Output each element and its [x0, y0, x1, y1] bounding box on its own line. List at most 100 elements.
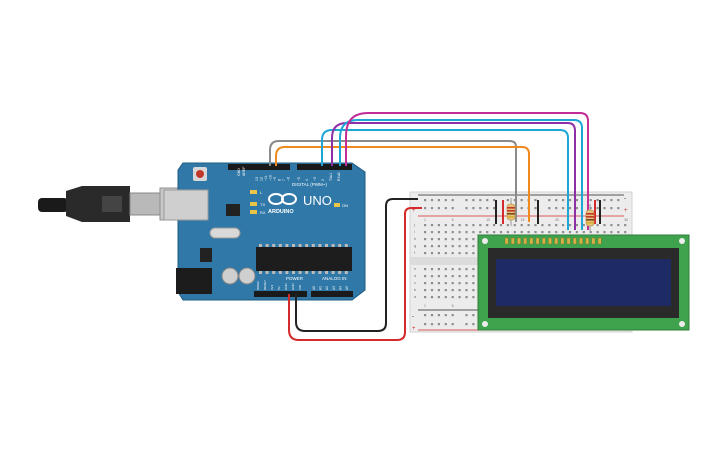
rail-hole[interactable] [610, 207, 613, 210]
rail-hole[interactable] [479, 199, 482, 202]
rail-hole[interactable] [568, 199, 572, 202]
rail-hole[interactable] [610, 199, 613, 202]
breadboard-hole[interactable] [589, 231, 592, 234]
breadboard-hole[interactable] [437, 224, 440, 227]
breadboard-hole[interactable] [458, 245, 461, 248]
breadboard-hole[interactable] [444, 296, 447, 299]
rail-hole[interactable] [465, 199, 468, 202]
breadboard-hole[interactable] [451, 268, 454, 271]
rail-hole[interactable] [479, 207, 482, 210]
breadboard-hole[interactable] [430, 238, 434, 241]
breadboard-hole[interactable] [555, 224, 558, 227]
rail-hole[interactable] [562, 207, 565, 210]
breadboard-hole[interactable] [520, 224, 523, 227]
breadboard-hole[interactable] [541, 224, 544, 227]
breadboard-hole[interactable] [424, 282, 427, 285]
rail-hole[interactable] [486, 199, 489, 202]
breadboard-hole[interactable] [424, 252, 427, 255]
rail-hole[interactable] [575, 199, 578, 202]
rail-hole[interactable] [430, 314, 434, 317]
rail-hole[interactable] [603, 207, 606, 210]
breadboard-hole[interactable] [458, 282, 461, 285]
rail-hole[interactable] [430, 323, 434, 326]
breadboard-hole[interactable] [465, 268, 468, 271]
breadboard-hole[interactable] [451, 296, 454, 299]
rail-hole[interactable] [589, 199, 592, 202]
breadboard-hole[interactable] [534, 224, 537, 227]
rail-hole[interactable] [568, 207, 572, 210]
breadboard-hole[interactable] [582, 224, 585, 227]
rail-hole[interactable] [617, 199, 620, 202]
breadboard-hole[interactable] [472, 296, 475, 299]
breadboard-hole[interactable] [610, 231, 613, 234]
breadboard-hole[interactable] [458, 224, 461, 227]
breadboard-hole[interactable] [472, 245, 475, 248]
breadboard-hole[interactable] [624, 224, 627, 227]
rail-hole[interactable] [513, 199, 516, 202]
rail-hole[interactable] [437, 207, 440, 210]
breadboard-hole[interactable] [444, 268, 447, 271]
breadboard-hole[interactable] [465, 245, 468, 248]
rail-hole[interactable] [472, 207, 475, 210]
rail-hole[interactable] [603, 199, 606, 202]
rail-hole[interactable] [493, 207, 496, 210]
breadboard-hole[interactable] [499, 231, 503, 234]
breadboard-hole[interactable] [424, 296, 427, 299]
breadboard-hole[interactable] [555, 231, 558, 234]
breadboard-hole[interactable] [575, 231, 578, 234]
breadboard-hole[interactable] [472, 238, 475, 241]
rail-hole[interactable] [424, 314, 427, 317]
rail-hole[interactable] [430, 207, 434, 210]
breadboard-hole[interactable] [424, 245, 427, 248]
breadboard-hole[interactable] [430, 224, 434, 227]
rail-hole[interactable] [472, 199, 475, 202]
breadboard-hole[interactable] [493, 224, 496, 227]
rail-hole[interactable] [555, 199, 558, 202]
breadboard-hole[interactable] [513, 231, 516, 234]
rail-hole[interactable] [617, 207, 620, 210]
breadboard-hole[interactable] [486, 231, 489, 234]
rail-hole[interactable] [520, 199, 523, 202]
breadboard-hole[interactable] [451, 275, 454, 278]
rail-hole[interactable] [548, 207, 551, 210]
breadboard-hole[interactable] [465, 231, 468, 234]
breadboard-hole[interactable] [444, 275, 447, 278]
breadboard-hole[interactable] [493, 231, 496, 234]
breadboard-hole[interactable] [527, 224, 530, 227]
breadboard-hole[interactable] [603, 224, 606, 227]
resistor-1[interactable] [506, 198, 516, 226]
breadboard-hole[interactable] [465, 238, 468, 241]
breadboard-hole[interactable] [451, 231, 454, 234]
rail-hole[interactable] [472, 323, 475, 326]
rail-hole[interactable] [444, 323, 447, 326]
rail-hole[interactable] [437, 199, 440, 202]
wire-gray[interactable] [269, 140, 517, 222]
breadboard-hole[interactable] [582, 231, 585, 234]
rail-hole[interactable] [534, 207, 537, 210]
breadboard-hole[interactable] [430, 296, 434, 299]
breadboard-hole[interactable] [444, 289, 447, 292]
breadboard-hole[interactable] [451, 282, 454, 285]
breadboard-hole[interactable] [437, 275, 440, 278]
breadboard-hole[interactable] [472, 268, 475, 271]
breadboard-hole[interactable] [430, 289, 434, 292]
breadboard-hole[interactable] [430, 245, 434, 248]
breadboard-hole[interactable] [444, 252, 447, 255]
breadboard-hole[interactable] [437, 282, 440, 285]
breadboard-hole[interactable] [458, 268, 461, 271]
breadboard-hole[interactable] [458, 238, 461, 241]
lcd-16x2[interactable] [477, 234, 690, 331]
breadboard-hole[interactable] [430, 282, 434, 285]
rail-hole[interactable] [424, 207, 427, 210]
rail-hole[interactable] [465, 207, 468, 210]
breadboard-hole[interactable] [437, 231, 440, 234]
breadboard-hole[interactable] [527, 231, 530, 234]
rail-hole[interactable] [575, 207, 578, 210]
rail-hole[interactable] [451, 323, 454, 326]
breadboard-hole[interactable] [603, 231, 606, 234]
breadboard-hole[interactable] [465, 252, 468, 255]
breadboard-hole[interactable] [617, 224, 620, 227]
wire-purple-1[interactable] [331, 122, 576, 230]
rail-hole[interactable] [596, 207, 599, 210]
rail-hole[interactable] [437, 314, 440, 317]
